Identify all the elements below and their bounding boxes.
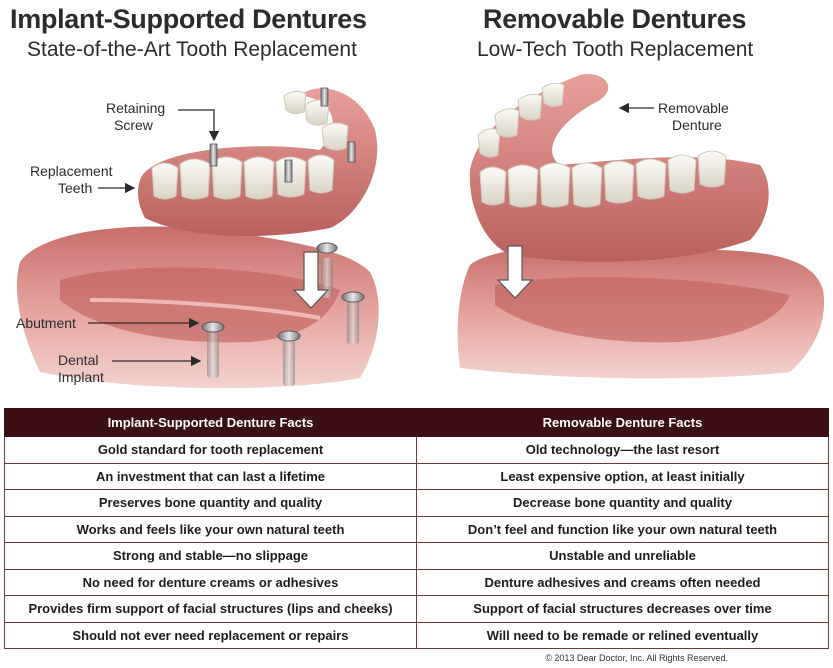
implant-facts-header: Implant-Supported Denture Facts [4,408,417,437]
table-row: Gold standard for tooth replacement Old … [4,436,829,464]
implant-denture [137,87,378,237]
removable-fact: Will need to be remade or relined eventu… [416,621,829,649]
dental-implant-label-2: Implant [58,369,104,385]
removable-fact: Least expensive option, at least initial… [416,462,829,490]
removable-fact: Denture adhesives and creams often neede… [416,568,829,596]
implant-subtitle: State-of-the-Art Tooth Replacement [27,38,357,61]
removable-subtitle: Low-Tech Tooth Replacement [477,38,754,61]
implant-fact: Provides firm support of facial structur… [4,595,417,623]
implant-fact: Strong and stable—no slippage [4,542,417,570]
removable-lower-jaw [457,245,825,379]
table-row: Preserves bone quantity and quality Decr… [4,489,829,517]
removable-fact: Old technology—the last resort [416,436,829,464]
dental-implant-label: Dental [58,352,98,368]
replacement-teeth-label: Replacement [30,163,113,179]
removable-facts-header: Removable Denture Facts [416,408,829,437]
table-row: Should not ever need replacement or repa… [4,621,829,649]
table-header-row: Implant-Supported Denture Facts Removabl… [4,408,829,437]
table-row: An investment that can last a lifetime L… [4,462,829,490]
implant-title: Implant-Supported Dentures [10,4,367,34]
implant-fact: Gold standard for tooth replacement [4,436,417,464]
abutments [201,242,365,342]
table-row: Works and feels like your own natural te… [4,515,829,543]
removable-denture-label: Removable [658,100,729,116]
removable-fact: Decrease bone quantity and quality [416,489,829,517]
removable-denture [469,74,769,262]
retaining-screw-label: Retaining [106,100,165,116]
implant-fact: An investment that can last a lifetime [4,462,417,490]
table-row: Provides firm support of facial structur… [4,595,829,623]
implant-fact: Works and feels like your own natural te… [4,515,417,543]
table-row: No need for denture creams or adhesives … [4,568,829,596]
implant-fact: No need for denture creams or adhesives [4,568,417,596]
copyright-notice: © 2013 Dear Doctor, Inc. All Rights Rese… [545,653,728,663]
retaining-screw-label-2: Screw [114,117,154,133]
comparison-table: Implant-Supported Denture Facts Removabl… [4,408,829,649]
removable-title: Removable Dentures [483,4,747,34]
abutment-label: Abutment [16,315,76,331]
removable-fact: Unstable and unreliable [416,542,829,570]
removable-fact: Don’t feel and function like your own na… [416,515,829,543]
down-arrow-icon [496,245,534,299]
dental-implants [207,258,359,386]
down-arrow-icon [292,251,330,309]
implant-fact: Preserves bone quantity and quality [4,489,417,517]
denture-illustration: Retaining Screw Replacement Teeth Abutme… [16,74,825,389]
table-row: Strong and stable—no slippage Unstable a… [4,542,829,570]
replacement-teeth-label-2: Teeth [58,180,92,196]
removable-denture-label-2: Denture [672,117,722,133]
removable-fact: Support of facial structures decreases o… [416,595,829,623]
implant-fact: Should not ever need replacement or repa… [4,621,417,649]
